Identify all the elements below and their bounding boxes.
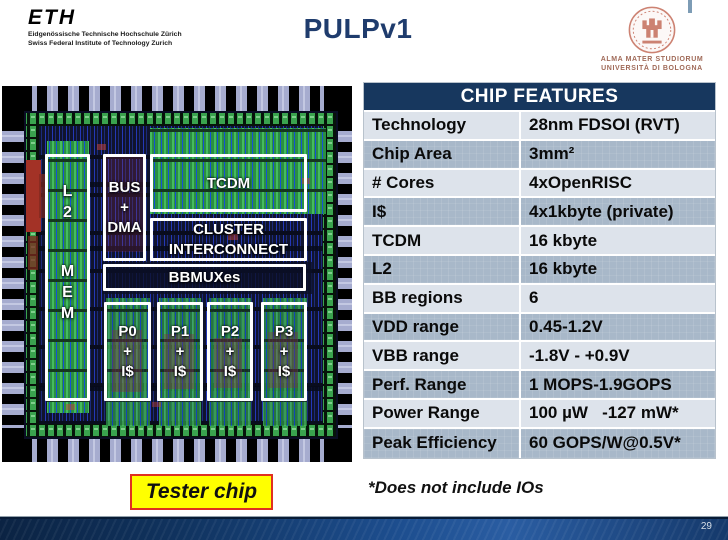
table-row: Technology 28nm FDSOI (RVT) [364,112,715,141]
table-row: Peak Efficiency 60 GOPS/W@0.5V* [364,428,715,458]
feature-value: 1 MOPS-1.9GOPS [529,374,672,394]
eth-subtitle-line1: Eidgenössische Technische Hochschule Zür… [28,31,182,38]
feature-label: VDD range [364,313,521,341]
table-row: VBB range -1.8V - +0.9V [364,342,715,372]
table-row: VDD range 0.45-1.2V [364,313,715,343]
unibo-caption-line2: UNIVERSITÀ DI BOLOGNA [601,64,703,72]
feature-value: 100 µW -127 mW* [529,403,679,423]
feature-value: 4xOpenRISC [529,172,632,192]
table-row: BB regions 6 [364,284,715,314]
feature-value: 4x1kbyte (private) [529,201,674,221]
unibo-seal-icon [628,6,676,54]
feature-label: VBB range [364,342,521,370]
die-region-l2-mem: L 2 M E M [45,154,90,401]
l2-letter: E [62,284,73,301]
feature-value: -1.8V - +0.9V [529,345,630,365]
die-region-p3: P3 + I$ [261,302,307,401]
table-row: I$ 4x1kbyte (private) [364,198,715,228]
page-number: 29 [700,521,712,532]
die-region-p2: P2 + I$ [207,302,253,401]
feature-label: Peak Efficiency [364,428,521,458]
eth-subtitle-line2: Swiss Federal Institute of Technology Zu… [28,40,173,47]
l2-letter: M [60,263,75,280]
die-region-p0: P0 + I$ [104,302,151,401]
die-region-bus-dma: BUS + DMA [103,154,146,261]
feature-value: 60 GOPS/W@0.5V* [529,433,681,453]
chip-features-table: CHIP FEATURES Technology 28nm FDSOI (RVT… [363,82,716,459]
table-header: CHIP FEATURES [364,83,715,112]
tester-chip-label: Tester chip [130,474,273,510]
feature-value: 0.45-1.2V [529,316,603,336]
feature-value: 28nm FDSOI (RVT) [529,115,680,135]
feature-label: Chip Area [364,140,521,168]
die-region-bbmuxes: BBMUXes [103,264,306,291]
l2-letter: 2 [63,204,72,221]
feature-label: L2 [364,255,521,283]
feature-label: Perf. Range [364,371,521,398]
table-row: # Cores 4xOpenRISC [364,169,715,199]
feature-value: 16 kbyte [529,259,598,279]
die-region-cluster-interconnect: CLUSTER INTERCONNECT [150,218,307,261]
table-row: L2 16 kbyte [364,255,715,285]
die-region-tcdm: TCDM [150,154,307,212]
page-title: PULPv1 [303,13,413,44]
l2-letter: M [60,305,75,322]
feature-label: BB regions [364,284,521,312]
table-row: TCDM 16 kbyte [364,227,715,256]
feature-label: TCDM [364,227,521,254]
table-row: Chip Area 3mm² [364,140,715,170]
unibo-logo: ALMA MATER STUDIORUM UNIVERSITÀ DI BOLOG… [596,5,708,73]
feature-label: Power Range [364,399,521,427]
feature-label: # Cores [364,169,521,197]
feature-value: 6 [529,288,539,308]
accent-line [688,0,692,13]
feature-label: I$ [364,198,521,226]
eth-wordmark: ETH [28,6,76,29]
feature-value: 3mm² [529,144,575,164]
die-region-p1: P1 + I$ [157,302,203,401]
footnote: *Does not include IOs [368,478,544,497]
unibo-caption-line1: ALMA MATER STUDIORUM [600,56,704,63]
eth-logo: ETH Eidgenössische Technische Hochschule… [28,6,182,48]
l2-letter: L [62,183,73,200]
table-row: Power Range 100 µW -127 mW* [364,399,715,429]
table-row: Perf. Range 1 MOPS-1.9GOPS [364,371,715,400]
bottom-bar [0,516,728,540]
feature-label: Technology [364,112,521,139]
die-photo: L 2 M E M BUS + DMA TCDM CLUSTER INTERCO… [2,86,352,462]
feature-value: 16 kbyte [529,230,598,250]
